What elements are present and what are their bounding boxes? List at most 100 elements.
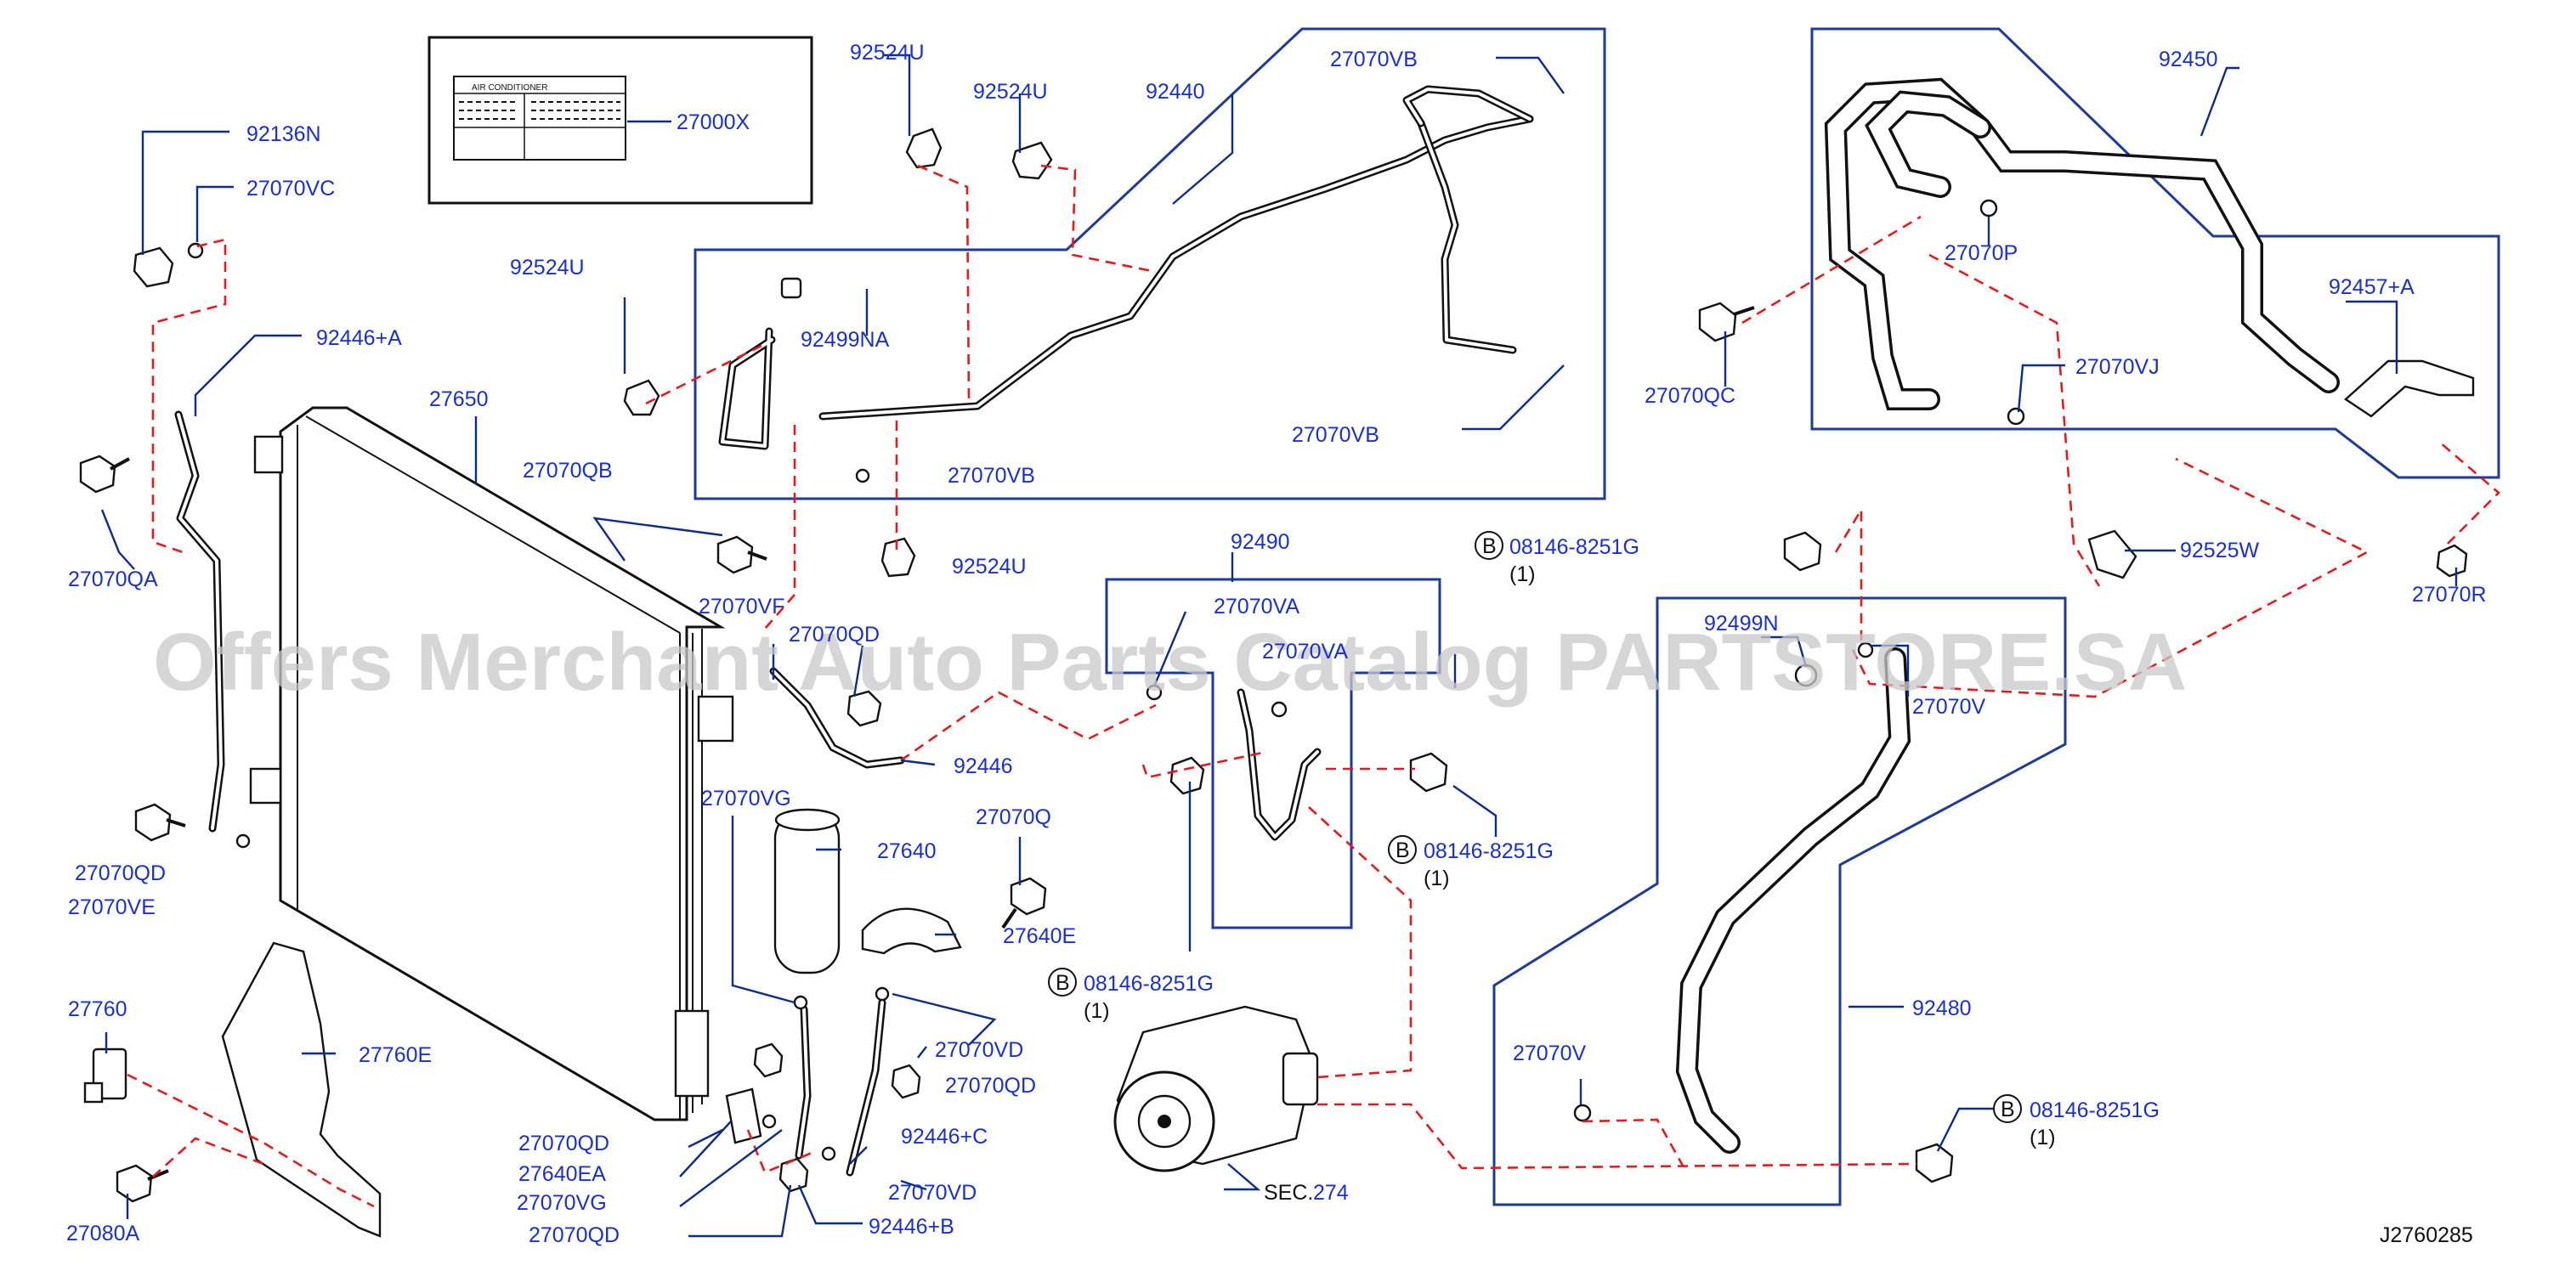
- group-box-92490: [1105, 578, 1441, 929]
- oring-27070vc: [187, 242, 204, 259]
- callout-27070vf[interactable]: 27070VF: [699, 595, 784, 618]
- callout-27070va-b[interactable]: 27070VA: [1262, 640, 1348, 664]
- callout-92480[interactable]: 92480: [1912, 997, 1972, 1020]
- callout-27070qb[interactable]: 27070QB: [523, 459, 613, 483]
- callout-27070vb-right[interactable]: 27070VB: [1292, 423, 1379, 447]
- clip-92524u-a: [905, 127, 943, 169]
- callout-92524u-b[interactable]: 92524U: [973, 80, 1048, 104]
- callout-27070v-bottom[interactable]: 27070V: [1513, 1042, 1587, 1065]
- callout-08146-d[interactable]: B 08146-8251G (1): [1993, 1094, 2160, 1149]
- callout-27760e[interactable]: 27760E: [359, 1043, 432, 1067]
- svg-text:(1): (1): [1424, 867, 1450, 890]
- callout-08146-a[interactable]: B 08146-8251G (1): [1475, 531, 1639, 586]
- callout-27760[interactable]: 27760: [68, 997, 127, 1021]
- bolt-08146-c: [1783, 531, 1822, 572]
- bolt-08146-a: [1169, 756, 1205, 795]
- callout-92524u-a[interactable]: 92524U: [850, 41, 925, 65]
- callout-27070ve[interactable]: 27070VE: [68, 895, 156, 919]
- callout-27070qd-bl[interactable]: 27070QD: [518, 1132, 609, 1155]
- callout-27070v-top[interactable]: 27070V: [1912, 695, 1986, 719]
- diagram-id: J2760285: [2380, 1223, 2473, 1247]
- callout-27070vj[interactable]: 27070VJ: [2075, 355, 2160, 379]
- svg-text:B: B: [1396, 839, 1410, 862]
- callout-27070qd-right[interactable]: 27070QD: [945, 1074, 1036, 1098]
- bolt-27070qd-mid: [846, 690, 882, 727]
- callout-08146-b[interactable]: B 08146-8251G (1): [1388, 835, 1554, 890]
- clip-92524u-b: [1011, 141, 1053, 180]
- bolt-27070q: [1001, 877, 1047, 929]
- oring-27070vb: [855, 468, 870, 483]
- clip-92524u-d: [880, 537, 916, 578]
- callout-27640[interactable]: 27640: [877, 839, 937, 863]
- compressor: [1113, 1005, 1319, 1172]
- svg-text:(1): (1): [1509, 562, 1536, 586]
- svg-text:08146-8251G: 08146-8251G: [1509, 535, 1639, 559]
- callout-27070p[interactable]: 27070P: [1945, 241, 2018, 265]
- clip-92524u-c: [623, 379, 660, 416]
- callout-27070qd-left[interactable]: 27070QD: [75, 861, 166, 885]
- callout-27070vb-top[interactable]: 27070VB: [1330, 48, 1418, 71]
- callout-92524u-c[interactable]: 92524U: [510, 256, 585, 280]
- callout-27070qd-mid[interactable]: 27070QD: [789, 623, 880, 647]
- oring-27070v-b: [1573, 1104, 1592, 1122]
- callout-92446a[interactable]: 92446+A: [316, 326, 402, 350]
- callout-92450[interactable]: 92450: [2159, 48, 2218, 71]
- oring-27070p: [1979, 199, 1998, 217]
- callout-27640e[interactable]: 27640E: [1003, 924, 1076, 948]
- pipe-92490: [1237, 688, 1322, 841]
- callout-27000x[interactable]: 27000X: [677, 110, 750, 134]
- callout-92446[interactable]: 92446: [954, 754, 1013, 778]
- callout-27070vb-mid[interactable]: 27070VB: [948, 464, 1035, 488]
- callout-92525w[interactable]: 92525W: [2180, 539, 2260, 562]
- bracket-27760e: [221, 941, 382, 1238]
- condenser-27650: [249, 406, 734, 1121]
- callout-08146-c[interactable]: B 08146-8251G (1): [1048, 968, 1214, 1023]
- callout-27080a[interactable]: 27080A: [66, 1222, 140, 1245]
- callout-92457a[interactable]: 92457+A: [2329, 275, 2415, 299]
- watermark: Offers Merchant Auto Parts Catalog PARTS…: [153, 617, 2187, 708]
- callout-27070vd-bottom[interactable]: 27070VD: [888, 1181, 977, 1205]
- pipe-92446a: [174, 410, 225, 833]
- callout-27070vc[interactable]: 27070VC: [246, 177, 335, 200]
- callout-27070va-a[interactable]: 27070VA: [1214, 595, 1299, 618]
- bolt-08146-b: [1409, 752, 1448, 793]
- callout-92499n[interactable]: 92499N: [1704, 612, 1779, 635]
- callout-92490[interactable]: 92490: [1231, 530, 1290, 554]
- callout-27070vg-bottom[interactable]: 27070VG: [517, 1191, 607, 1215]
- callout-27070qa[interactable]: 27070QA: [68, 568, 158, 591]
- oring-27070vd-b: [821, 1146, 836, 1161]
- oring-27070va-b: [1271, 701, 1288, 718]
- bolt-27070qc: [1698, 302, 1755, 342]
- callout-92446b[interactable]: 92446+B: [869, 1215, 954, 1239]
- callout-92446c[interactable]: 92446+C: [901, 1125, 988, 1149]
- sensor-27760: [83, 1048, 127, 1104]
- callout-27070qd-bottom[interactable]: 27070QD: [529, 1223, 620, 1247]
- group-box-92450: [1810, 27, 2500, 479]
- nut-27070r: [2436, 544, 2468, 578]
- bolt-27070qb: [716, 535, 767, 574]
- callout-92499na[interactable]: 92499NA: [801, 328, 890, 352]
- callout-27650[interactable]: 27650: [429, 387, 489, 411]
- callout-92136n[interactable]: 92136N: [246, 122, 321, 146]
- callout-27070r[interactable]: 27070R: [2412, 583, 2487, 607]
- svg-text:274: 274: [1313, 1181, 1349, 1205]
- callout-92440[interactable]: 92440: [1146, 80, 1205, 104]
- callout-27070vg-top[interactable]: 27070VG: [701, 787, 791, 810]
- callout-27640ea[interactable]: 27640EA: [518, 1162, 606, 1186]
- bolt-27070qd-b: [891, 1064, 921, 1099]
- svg-text:B: B: [1482, 534, 1497, 558]
- hose-92450: [1824, 77, 2340, 410]
- bolt-27070qa: [79, 455, 130, 494]
- oring-27070vd-a: [875, 986, 890, 1002]
- svg-text:SEC.: SEC.: [1264, 1181, 1313, 1205]
- label-plate-27000x: AIR CONDITIONER 27000X: [427, 36, 813, 205]
- callout-sec-274[interactable]: SEC. 274: [1264, 1181, 1349, 1205]
- bolt-27070qd-d: [778, 1157, 809, 1193]
- fitting-92457a: [2344, 359, 2475, 418]
- svg-text:08146-8251G: 08146-8251G: [2030, 1098, 2160, 1122]
- callout-27070vd-top[interactable]: 27070VD: [935, 1038, 1023, 1062]
- callout-92524u-d[interactable]: 92524U: [952, 555, 1027, 579]
- callout-27070q[interactable]: 27070Q: [976, 805, 1051, 829]
- callout-27070qc[interactable]: 27070QC: [1645, 384, 1735, 408]
